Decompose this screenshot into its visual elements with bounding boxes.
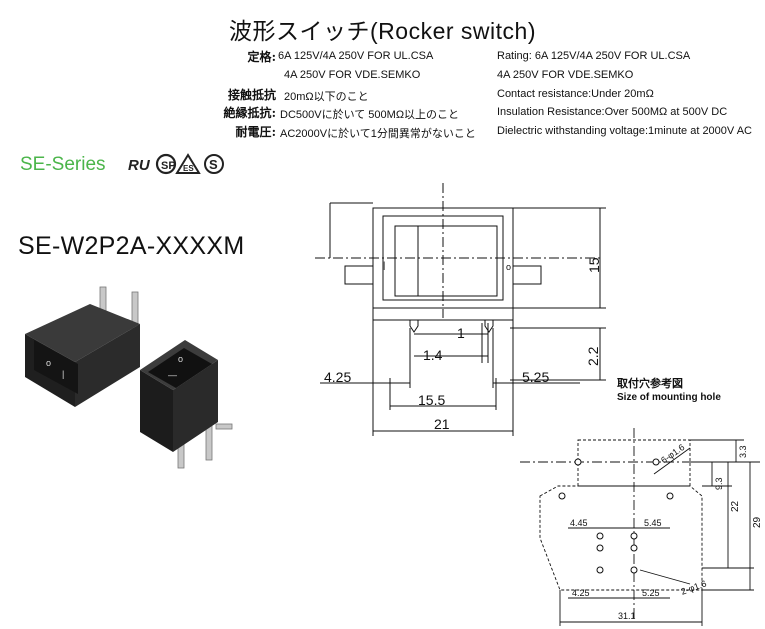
dim-1: 1: [457, 325, 465, 341]
svg-text:o: o: [46, 358, 51, 368]
dim-1-4: 1.4: [423, 347, 443, 363]
mounting-hole-drawing: 6-φ1.6 2-φ1.6 3.3 9.3 22 29 4.45 5.45 4.…: [520, 428, 763, 626]
semko-icon: ES: [175, 153, 201, 174]
dim-2-2: 2.2: [585, 346, 601, 366]
csa-icon: SP: [155, 153, 177, 175]
dim-15: 15: [586, 257, 602, 273]
dim-5-25: 5.25: [642, 588, 660, 598]
spec-jp-insulation: DC500Vに於いて 500MΩ以上のこと: [280, 109, 460, 121]
dim-5-45: 5.45: [644, 518, 662, 528]
svg-text:RU: RU: [128, 157, 151, 174]
svg-text:|: |: [62, 369, 64, 379]
model-number: SE-W2P2A-XXXXM: [18, 232, 245, 260]
svg-text:SP: SP: [161, 160, 176, 172]
switch-image-1: o |: [25, 286, 140, 407]
dimension-drawing: | o 15 2.2 1 1.4 4.25 5.25 15.5 21: [315, 183, 606, 436]
cert-marks: ᴿᵁ RU SP ES S: [126, 152, 236, 183]
hole-2-label: 2-φ1.6: [680, 578, 708, 596]
spec-jp-label-contact: 接触抵抗: [227, 88, 276, 102]
page-title: 波形スイッチ(Rocker switch): [229, 18, 536, 44]
dim-4-45: 4.45: [570, 518, 588, 528]
dim-15-5: 15.5: [418, 392, 445, 408]
svg-text:S: S: [209, 157, 218, 172]
spec-en-insulation: Insulation Resistance:Over 500MΩ at 500V…: [497, 106, 728, 118]
dim-9-3: 9.3: [714, 477, 724, 490]
spec-en-rating-1: Rating: 6A 125V/4A 250V FOR UL.CSA: [497, 50, 691, 62]
dim-5-25: 5.25: [522, 369, 549, 385]
dim-4-25: 4.25: [572, 588, 590, 598]
switch-image-2: o —: [140, 340, 233, 469]
series-label: SE-Series: [20, 154, 106, 175]
spec-jp-dielectric: AC2000Vに於いて1分間異常がないこと: [280, 128, 476, 140]
ul-recognized-icon: ᴿᵁ RU: [128, 157, 151, 174]
spec-en-dielectric: Dielectric withstanding voltage:1minute …: [497, 125, 752, 137]
mounting-title-en: Size of mounting hole: [617, 392, 721, 403]
dim-29: 29: [752, 516, 763, 528]
dim-3-3: 3.3: [738, 445, 748, 458]
s-mark-icon: S: [204, 154, 224, 174]
svg-text:ES: ES: [183, 164, 194, 173]
dim-21: 21: [434, 416, 450, 432]
spec-jp-label-insulation: 絶縁抵抗:: [223, 106, 276, 120]
spec-en-rating-2: 4A 250V FOR VDE.SEMKO: [497, 69, 634, 81]
spec-jp-label-rating: 定格:: [247, 50, 276, 64]
product-photo: o | o —: [25, 286, 233, 469]
svg-text:—: —: [168, 370, 177, 380]
spec-jp-rating-1: 6A 125V/4A 250V FOR UL.CSA: [278, 50, 434, 62]
dim-31-1: 31.1: [618, 611, 636, 621]
svg-text:o: o: [178, 354, 183, 364]
dim-4-25: 4.25: [324, 369, 351, 385]
svg-text:|: |: [383, 260, 385, 270]
spec-jp-label-dielectric: 耐電圧:: [235, 125, 276, 139]
dim-22: 22: [730, 500, 741, 512]
spec-en-contact: Contact resistance:Under 20mΩ: [497, 88, 654, 100]
svg-text:o: o: [506, 262, 511, 272]
spec-jp-rating-2: 4A 250V FOR VDE.SEMKO: [284, 69, 421, 81]
mounting-title-jp: 取付穴参考図: [617, 377, 683, 390]
spec-jp-contact: 20mΩ以下のこと: [284, 91, 369, 103]
rocker-outline: [394, 225, 498, 297]
